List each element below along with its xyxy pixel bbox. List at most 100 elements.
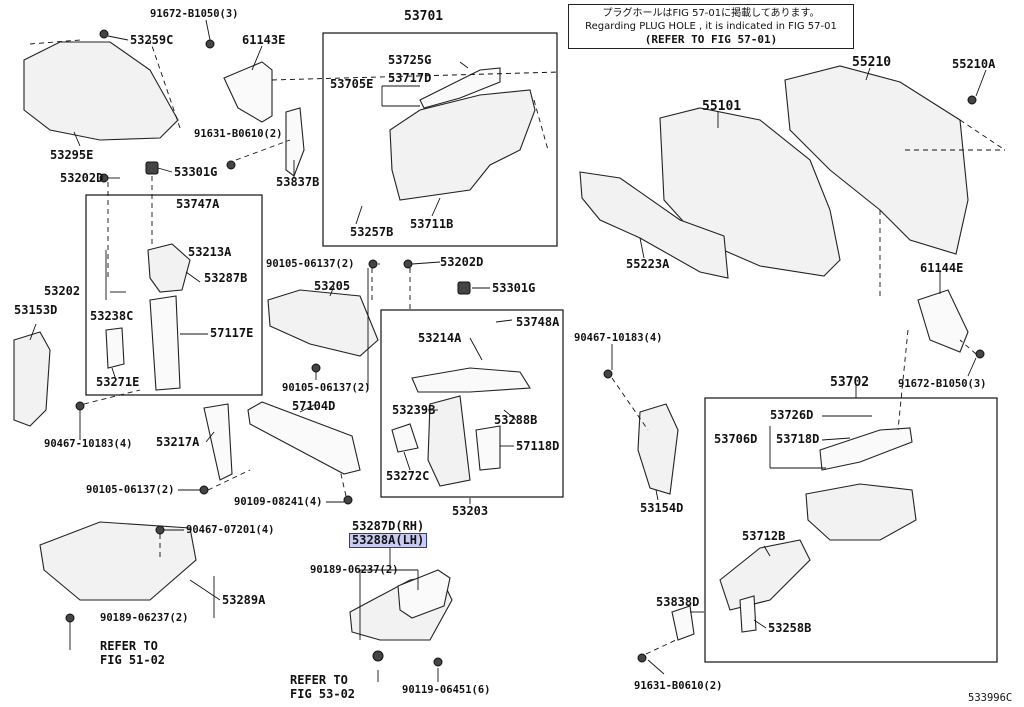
reference-note: プラグホールはFIG 57-01に掲載してあります。 Regarding PLU…	[568, 4, 854, 49]
clip-55210A	[967, 95, 977, 105]
part-label-53706D[interactable]: 53706D	[714, 432, 758, 446]
part-label-53712B[interactable]: 53712B	[742, 529, 786, 543]
part-label-53205[interactable]: 53205	[314, 279, 351, 293]
part-label-53154D[interactable]: 53154D	[640, 501, 684, 515]
part-label-90109[interactable]: 90109-08241(4)	[234, 496, 323, 508]
part-label-91631-bottom[interactable]: 91631-B0610(2)	[634, 680, 723, 692]
part-label-61144E[interactable]: 61144E	[920, 261, 964, 275]
part-label-90467-left[interactable]: 90467-10183(4)	[44, 438, 133, 450]
part-label-91672-top[interactable]: 91672-B1050(3)	[150, 8, 239, 20]
clip-53259C	[99, 29, 109, 39]
bracket-53214A	[411, 367, 531, 393]
under-panel-53289A	[39, 521, 197, 601]
rail-53706D	[819, 427, 913, 471]
part-label-53271E[interactable]: 53271E	[96, 375, 140, 389]
part-label-53287D[interactable]: 53287D(RH)	[352, 519, 425, 533]
part-label-53725G[interactable]: 53725G	[388, 53, 432, 67]
part-label-53702[interactable]: 53702	[830, 375, 870, 390]
part-label-53295E[interactable]: 53295E	[50, 148, 94, 162]
part-label-55210A[interactable]: 55210A	[952, 57, 996, 71]
plug-53301G-middle	[457, 281, 471, 295]
part-label-53213A[interactable]: 53213A	[188, 245, 232, 259]
part-label-90467-right[interactable]: 90467-10183(4)	[574, 332, 663, 344]
bolt-53202D-middle	[403, 259, 413, 269]
refer-text-53-line2[interactable]: FIG 53-02	[290, 687, 356, 701]
bracket-61144E	[917, 289, 969, 353]
group-box-53702	[704, 397, 998, 663]
part-label-53701[interactable]: 53701	[404, 9, 444, 24]
part-label-90189-b[interactable]: 90189-06237(2)	[100, 612, 189, 624]
part-label-55223A[interactable]: 55223A	[626, 257, 670, 271]
part-label-53203[interactable]: 53203	[452, 504, 489, 518]
part-label-53718D[interactable]: 53718D	[776, 432, 820, 446]
rail-53705E	[419, 67, 501, 109]
group-box-53203	[380, 309, 564, 498]
part-label-61143E[interactable]: 61143E	[242, 33, 286, 47]
part-label-53259C[interactable]: 53259C	[130, 33, 174, 47]
bolt-90467-left	[75, 401, 85, 411]
bolt-90105-b	[311, 363, 321, 373]
part-label-53726D[interactable]: 53726D	[770, 408, 814, 422]
refer-text-51-line2[interactable]: FIG 51-02	[100, 653, 166, 667]
part-label-53202D-left[interactable]: 53202D	[60, 171, 104, 185]
bracket-53154D	[637, 403, 679, 495]
bolt-90109	[343, 495, 353, 505]
part-label-53288B[interactable]: 53288B	[494, 413, 538, 427]
part-label-55101[interactable]: 55101	[702, 99, 742, 114]
part-label-91631-top[interactable]: 91631-B0610(2)	[194, 128, 283, 140]
part-label-57104D[interactable]: 57104D	[292, 399, 336, 413]
clip-90467-07201	[155, 525, 165, 535]
part-label-53837B[interactable]: 53837B	[276, 175, 320, 189]
bolt-90105-c	[199, 485, 209, 495]
part-label-53153D[interactable]: 53153D	[14, 303, 58, 317]
part-label-53705E[interactable]: 53705E	[330, 77, 374, 91]
part-label-53238C[interactable]: 53238C	[90, 309, 134, 323]
bracket-61143E	[223, 61, 273, 123]
support-57118D	[475, 425, 501, 471]
diagram-id: 533996C	[968, 692, 1013, 704]
part-label-53214A[interactable]: 53214A	[418, 331, 462, 345]
part-label-53747A[interactable]: 53747A	[176, 197, 220, 211]
bolt-91631-top	[226, 160, 236, 170]
part-label-53257B[interactable]: 53257B	[350, 225, 394, 239]
part-label-53202[interactable]: 53202	[44, 284, 81, 298]
part-label-53288A-highlighted[interactable]: 53288A(LH)	[348, 533, 428, 548]
part-label-53838D[interactable]: 53838D	[656, 595, 700, 609]
upright-53217A	[203, 403, 233, 481]
insulator-55210	[784, 65, 969, 255]
part-label-53301G-left[interactable]: 53301G	[174, 165, 218, 179]
part-label-53272C[interactable]: 53272C	[386, 469, 430, 483]
part-label-57118D[interactable]: 57118D	[516, 439, 560, 453]
part-label-53258B[interactable]: 53258B	[768, 621, 812, 635]
part-label-53217A[interactable]: 53217A	[156, 435, 200, 449]
bracket-53271E	[105, 327, 125, 369]
part-label-90467-07201[interactable]: 90467-07201(4)	[186, 524, 275, 536]
clip-90189-a	[372, 650, 384, 662]
part-label-53202D-middle[interactable]: 53202D	[440, 255, 484, 269]
bracket-53272C	[391, 423, 419, 453]
part-label-90105-a[interactable]: 90105-06137(2)	[266, 258, 355, 270]
part-label-90119[interactable]: 90119-06451(6)	[402, 684, 491, 696]
part-label-53301G-middle[interactable]: 53301G	[492, 281, 536, 295]
part-label-53748A[interactable]: 53748A	[516, 315, 560, 329]
bolt-91672-right	[975, 349, 985, 359]
group-box-53202	[85, 194, 263, 396]
bolt-91631-bottom	[637, 653, 647, 663]
part-label-53289A[interactable]: 53289A	[222, 593, 266, 607]
part-label-90105-b[interactable]: 90105-06137(2)	[282, 382, 371, 394]
support-53213A	[147, 243, 191, 293]
part-label-53287B[interactable]: 53287B	[204, 271, 248, 285]
part-label-91672-right[interactable]: 91672-B1050(3)	[898, 378, 987, 390]
crossmember-57104D	[247, 401, 361, 475]
part-label-57117E[interactable]: 57117E	[210, 326, 254, 340]
part-label-53239B[interactable]: 53239B	[392, 403, 436, 417]
part-label-53717D[interactable]: 53717D	[388, 71, 432, 85]
refer-text-51-line1: REFER TO	[100, 639, 158, 653]
part-label-90189-a[interactable]: 90189-06237(2)	[310, 564, 399, 576]
part-label-53711B[interactable]: 53711B	[410, 217, 454, 231]
part-label-90105-c[interactable]: 90105-06137(2)	[86, 484, 175, 496]
bolt-90467-right	[603, 369, 613, 379]
note-line-english: Regarding PLUG HOLE , it is indicated in…	[585, 21, 837, 32]
part-label-55210[interactable]: 55210	[852, 55, 892, 70]
